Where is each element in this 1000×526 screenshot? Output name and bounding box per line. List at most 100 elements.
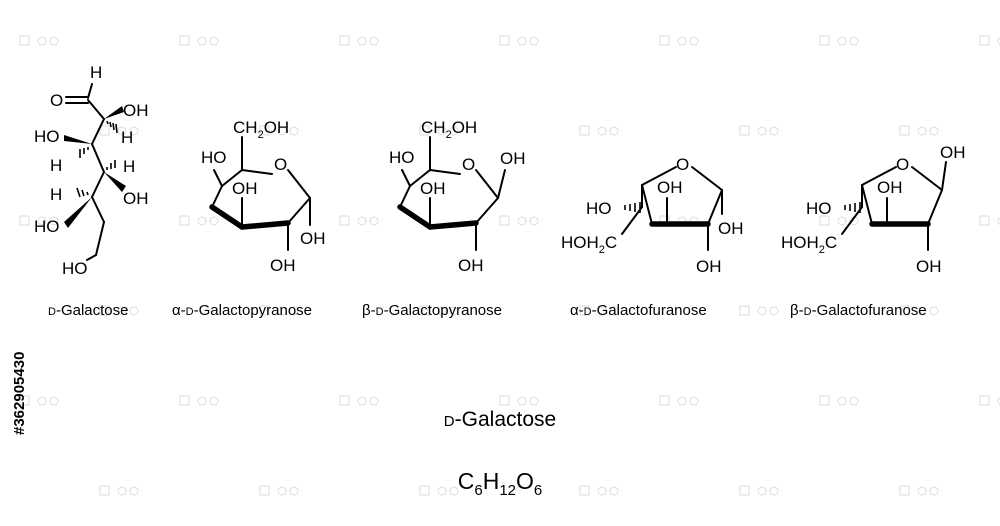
- atom-oh-c1: OH: [500, 149, 526, 168]
- watermark-mark: [899, 485, 910, 496]
- watermark-mark: [49, 36, 59, 46]
- watermark-mark: [979, 395, 990, 406]
- watermark-mark: [579, 485, 590, 496]
- watermark-mark: [757, 126, 767, 136]
- watermark-mark: [997, 216, 1000, 226]
- watermark-mark: [289, 486, 299, 496]
- caption-beta-galactofuranose: β-D-Galactofuranose: [790, 302, 927, 319]
- page-title: D-Galactose: [444, 408, 556, 431]
- watermark-mark: [517, 396, 527, 406]
- watermark-mark: [259, 125, 270, 136]
- watermark-mark: [19, 215, 30, 226]
- atom-hoh2c: HOH2C: [781, 233, 837, 256]
- watermark-mark: [499, 215, 510, 226]
- watermark-mark: [499, 395, 510, 406]
- watermark-mark: [849, 36, 859, 46]
- watermark-mark: [37, 36, 47, 46]
- watermark-mark: [339, 395, 350, 406]
- watermark-mark: [979, 35, 990, 46]
- watermark-mark: [289, 306, 299, 316]
- watermark-mark: [677, 396, 687, 406]
- watermark-mark: [357, 36, 367, 46]
- watermark-mark: [259, 305, 270, 316]
- alpha-galactofuranose-structure: O OH OH OH HO HOH2C: [561, 155, 744, 276]
- atom-oh-c1: OH: [300, 229, 326, 248]
- atom-ch2oh: CH2OH: [421, 118, 477, 141]
- watermark-mark: [837, 216, 847, 226]
- atom-oh-c3: OH: [657, 178, 683, 197]
- watermark-mark: [437, 306, 447, 316]
- watermark-mark: [837, 36, 847, 46]
- watermark-mark: [99, 125, 110, 136]
- atom-oh-c1: OH: [718, 219, 744, 238]
- beta-galactopyranose-structure: CH2OH O HO OH OH OH: [389, 118, 526, 275]
- atom-oh-c3: OH: [232, 179, 258, 198]
- watermark-mark: [819, 395, 830, 406]
- caption-d-galactose: D-Galactose: [48, 302, 129, 319]
- watermark-mark: [179, 35, 190, 46]
- watermark-mark: [129, 126, 139, 136]
- atom-oh-c3: OH: [420, 179, 446, 198]
- watermark-mark: [819, 215, 830, 226]
- watermark-mark: [689, 396, 699, 406]
- atom-hoh2c: HOH2C: [561, 233, 617, 256]
- watermark-mark: [49, 216, 59, 226]
- atom-oh-c4: OH: [123, 189, 149, 208]
- watermark-mark: [929, 306, 939, 316]
- watermark-mark: [369, 36, 379, 46]
- watermark-mark: [339, 215, 350, 226]
- watermark-mark: [899, 305, 910, 316]
- caption-alpha-galactofuranose: α-D-Galactofuranose: [570, 302, 707, 319]
- atom-oh-c2: OH: [458, 256, 484, 275]
- watermark-mark: [979, 215, 990, 226]
- atom-h-c4: H: [123, 157, 135, 176]
- watermark-mark: [37, 396, 47, 406]
- watermark-mark: [769, 306, 779, 316]
- atom-h-c2: H: [121, 128, 133, 147]
- watermark-mark: [99, 305, 110, 316]
- watermark-mark: [899, 125, 910, 136]
- watermark-mark: [499, 35, 510, 46]
- atom-oh-c2: OH: [123, 101, 149, 120]
- watermark-mark: [917, 126, 927, 136]
- watermark-mark: [197, 36, 207, 46]
- watermark-mark: [129, 486, 139, 496]
- watermark-mark: [179, 395, 190, 406]
- watermark-mark: [209, 216, 219, 226]
- watermark-mark: [739, 305, 750, 316]
- watermark-mark: [597, 486, 607, 496]
- watermark-mark: [117, 486, 127, 496]
- watermark-mark: [929, 486, 939, 496]
- atom-oh-c2: OH: [916, 257, 942, 276]
- caption-alpha-galactopyranose: α-D-Galactopyranose: [172, 302, 312, 319]
- watermark-mark: [259, 485, 270, 496]
- watermark-mark: [449, 306, 459, 316]
- watermark-mark: [117, 126, 127, 136]
- atom-ho-c5: HO: [34, 217, 60, 236]
- atom-ho-c3: HO: [34, 127, 60, 146]
- watermark-mark: [769, 486, 779, 496]
- watermark-mark: [369, 216, 379, 226]
- watermark-mark: [419, 485, 430, 496]
- atom-ring-o: O: [896, 155, 909, 174]
- watermark-mark: [739, 485, 750, 496]
- beta-galactofuranose-structure: O OH OH OH HO HOH2C: [781, 143, 966, 276]
- watermark-mark: [339, 35, 350, 46]
- watermark-mark: [449, 126, 459, 136]
- watermark-mark: [419, 125, 430, 136]
- watermark-mark: [517, 36, 527, 46]
- watermark-mark: [197, 396, 207, 406]
- watermark-mark: [277, 306, 287, 316]
- stock-id-label: #362905430: [11, 352, 28, 435]
- watermark-mark: [677, 36, 687, 46]
- watermark-mark: [529, 36, 539, 46]
- watermark-mark: [757, 486, 767, 496]
- watermark-mark: [609, 306, 619, 316]
- watermark-mark: [437, 126, 447, 136]
- watermark-mark: [849, 396, 859, 406]
- watermark-mark: [129, 306, 139, 316]
- watermark-mark: [49, 396, 59, 406]
- atom-ch2oh: CH2OH: [233, 118, 289, 141]
- watermark-mark: [689, 36, 699, 46]
- watermark-mark: [609, 486, 619, 496]
